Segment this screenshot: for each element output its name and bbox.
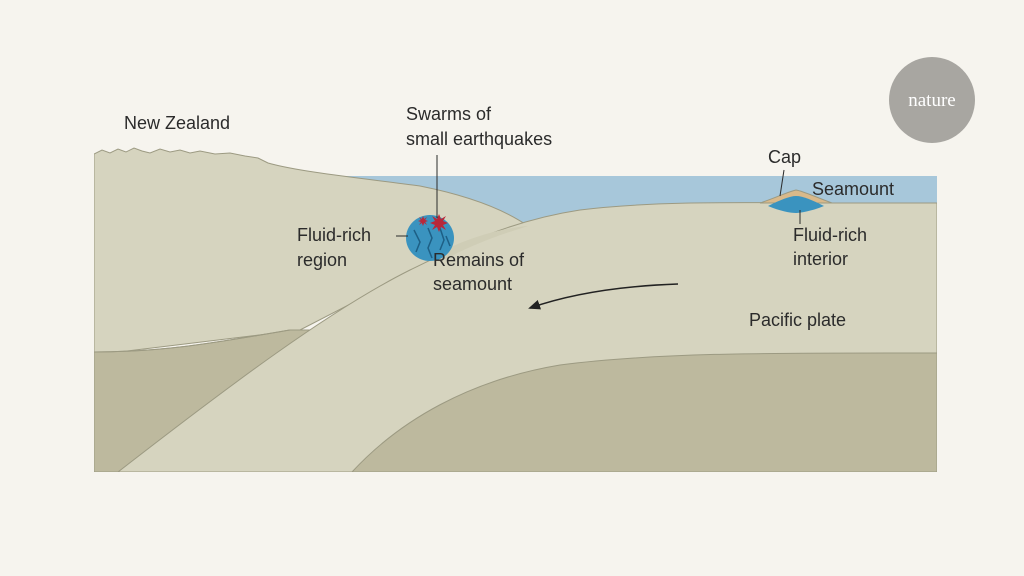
overriding-plate xyxy=(94,147,529,356)
label-seamount: Seamount xyxy=(812,179,894,199)
label-cap: Cap xyxy=(768,147,801,167)
label-remains-1: Remains of xyxy=(433,250,525,270)
label-fluid-interior-2: interior xyxy=(793,249,848,269)
label-swarms-1: Swarms of xyxy=(406,104,492,124)
layer-line-left xyxy=(94,329,291,353)
nature-logo: nature xyxy=(889,57,975,143)
starburst-icon xyxy=(430,214,448,232)
starburst-icon-small xyxy=(418,216,428,226)
seamount-fluid-interior xyxy=(768,196,824,213)
curved-arrow-icon xyxy=(528,283,679,310)
label-swarms-2: small earthquakes xyxy=(406,129,552,149)
mantle-right xyxy=(351,352,937,472)
label-new-zealand: New Zealand xyxy=(124,113,230,133)
label-fluid-region-1: Fluid-rich xyxy=(297,225,371,245)
label-remains-2: seamount xyxy=(433,274,512,294)
leader-cap xyxy=(779,169,785,197)
forearc-wedge xyxy=(430,226,528,262)
cross-section xyxy=(94,147,937,472)
label-fluid-region-2: region xyxy=(297,250,347,270)
label-pacific-plate: Pacific plate xyxy=(749,310,846,330)
label-fluid-interior-1: Fluid-rich xyxy=(793,225,867,245)
logo-text: nature xyxy=(908,90,955,111)
